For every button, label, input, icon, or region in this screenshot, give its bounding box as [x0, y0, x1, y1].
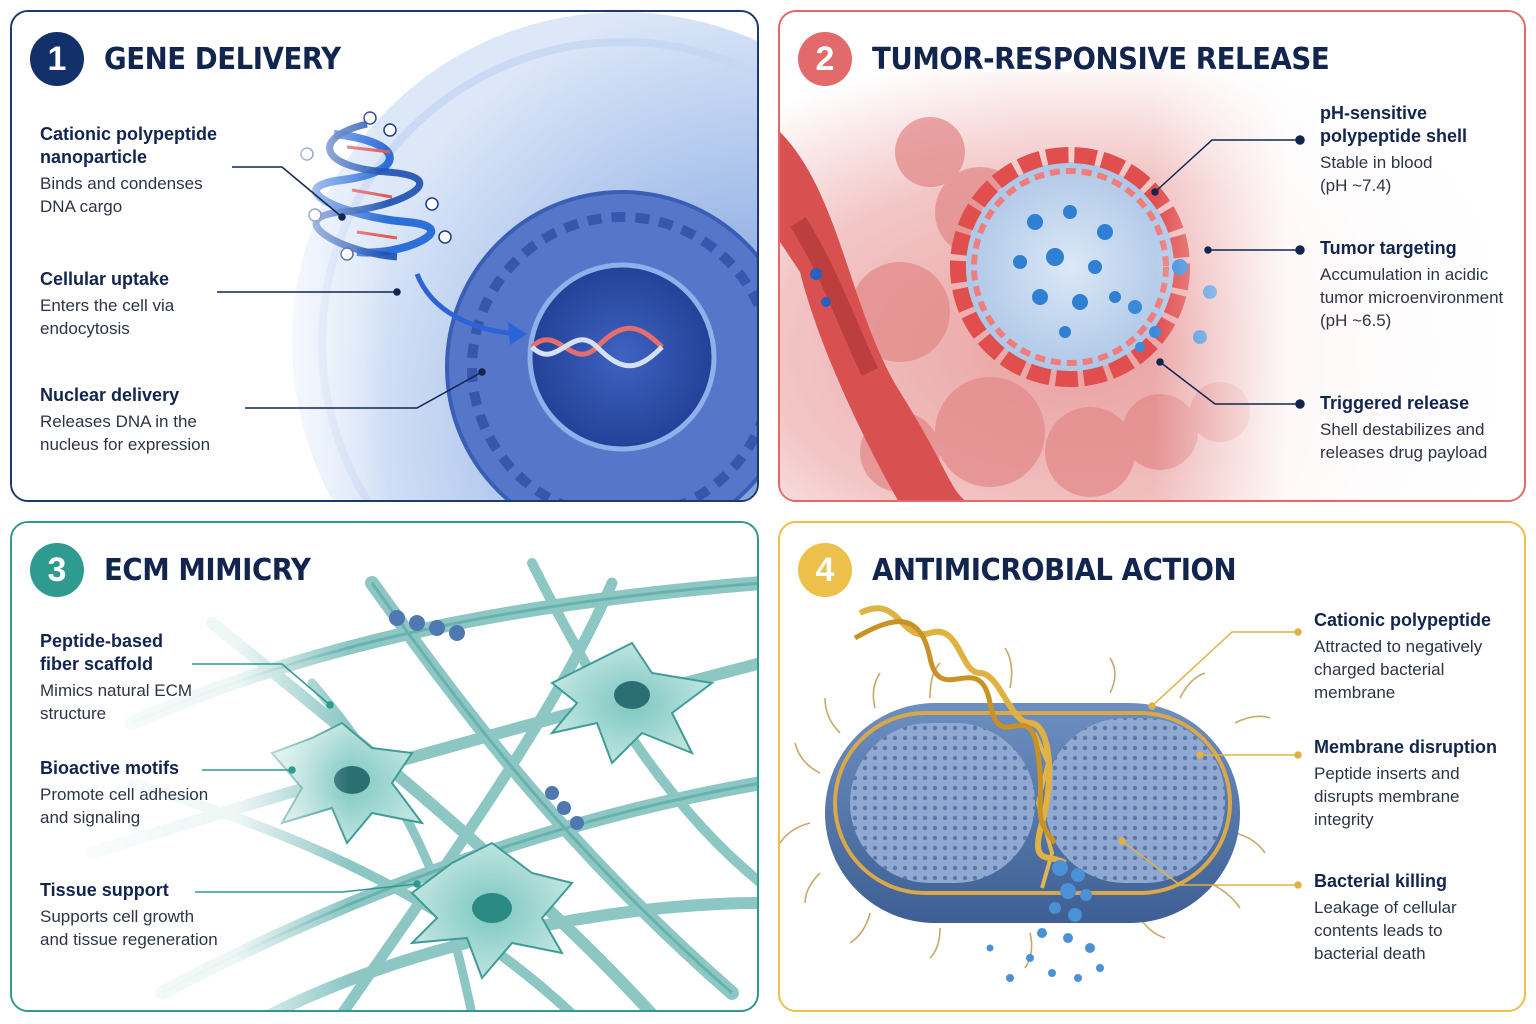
leader-lines [192, 663, 421, 893]
ecm-mimicry-illustration [12, 523, 757, 1010]
peptide-helix-b [853, 619, 1057, 845]
cytoplasm-right [1045, 718, 1225, 883]
panel-title: GENE DELIVERY [104, 41, 341, 77]
panel-title: ANTIMICROBIAL ACTION [872, 552, 1237, 588]
panel-title: TUMOR-RESPONSIVE RELEASE [872, 41, 1330, 77]
label-triggered-release: Triggered release Shell destabilizes and… [1320, 393, 1488, 462]
panel-header: 3 ECM MIMICRY [30, 543, 329, 597]
leaking-contents [986, 860, 1104, 982]
step-badge: 1 [30, 32, 84, 86]
step-badge: 2 [798, 32, 852, 86]
label-cationic-polypeptide: Cationic polypeptide Attracted to negati… [1314, 610, 1492, 702]
leader-lines [217, 166, 486, 409]
panel-header: 1 GENE DELIVERY [30, 32, 361, 86]
step-badge: 4 [798, 543, 852, 597]
panel-title: ECM MIMICRY [104, 552, 311, 588]
bacterial-flagella [780, 647, 1271, 969]
panel-header: 2 TUMOR-RESPONSIVE RELEASE [798, 32, 1369, 86]
antimicrobial-illustration [780, 523, 1524, 1010]
panel-header: 4 ANTIMICROBIAL ACTION [798, 543, 1268, 597]
tumor-release-illustration [780, 12, 1524, 500]
leader-lines [1118, 628, 1302, 889]
step-badge: 3 [30, 543, 84, 597]
leader-lines [1151, 135, 1305, 409]
panel-antimicrobial-action: 4 ANTIMICROBIAL ACTION Cationic polypept… [778, 521, 1526, 1012]
cytoplasm-left [850, 723, 1035, 883]
gene-delivery-illustration [12, 12, 757, 500]
